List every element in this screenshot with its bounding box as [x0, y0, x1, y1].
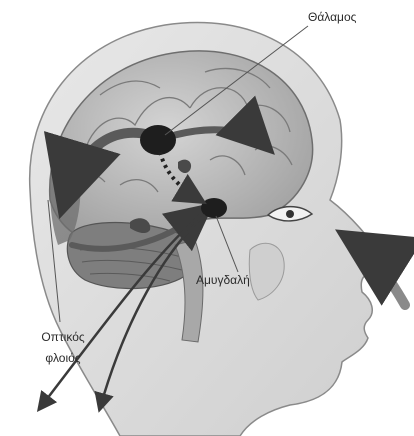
visual-cortex-label: Οπτικός φλοιός [28, 327, 98, 369]
pupil [286, 210, 294, 218]
visual-cortex-label-line1: Οπτικός [41, 330, 84, 344]
visual-cortex-label-line2: φλοιός [45, 351, 80, 365]
thalamus-nucleus [140, 125, 176, 155]
thalamus-label: Θάλαμος [308, 10, 356, 24]
amygdala-label: Αμυγδαλή [196, 273, 250, 287]
